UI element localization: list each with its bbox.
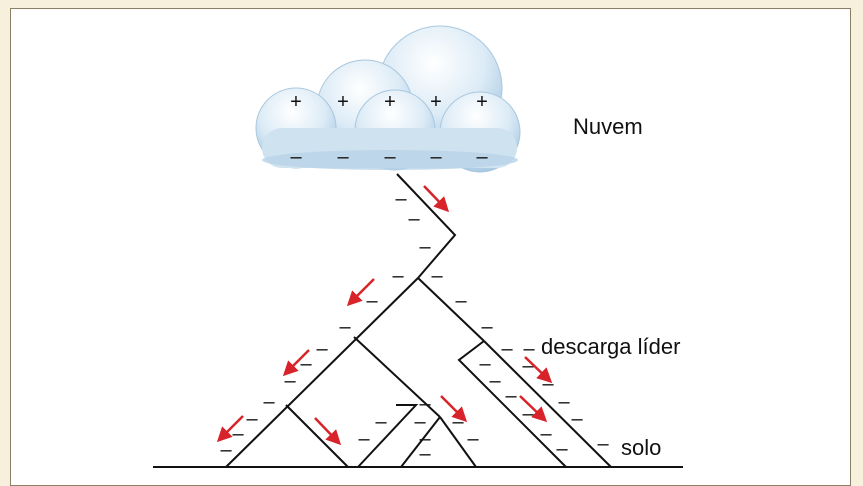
- minus-sign: –: [384, 146, 396, 168]
- minus-sign: –: [316, 338, 328, 360]
- leader-channel: [457, 340, 567, 468]
- minus-sign: –: [430, 146, 442, 168]
- arrow-icon: [216, 415, 244, 443]
- minus-sign: –: [597, 433, 609, 455]
- minus-sign: –: [246, 408, 258, 430]
- plus-sign: +: [290, 91, 302, 113]
- cloud: [255, 25, 521, 173]
- minus-sign: –: [479, 353, 491, 375]
- cloud-positive-charges: + + + + +: [290, 91, 488, 113]
- minus-sign: –: [556, 438, 568, 460]
- minus-sign: –: [375, 411, 387, 433]
- minus-sign: –: [523, 338, 535, 360]
- leader-channel: [439, 416, 477, 468]
- minus-sign: –: [467, 428, 479, 450]
- cloud-negative-charges: – – – – –: [290, 146, 488, 168]
- ground-label: solo: [621, 435, 661, 460]
- minus-sign: –: [419, 443, 431, 465]
- minus-sign: –: [419, 428, 431, 450]
- leader-channel: [353, 336, 441, 418]
- plus-sign: +: [430, 91, 442, 113]
- minus-sign: –: [558, 391, 570, 413]
- leader-channel: [225, 277, 419, 468]
- minus-sign: –: [501, 338, 513, 360]
- minus-sign: –: [481, 316, 493, 338]
- minus-sign: –: [339, 316, 351, 338]
- leader-label: descarga líder: [541, 334, 680, 359]
- leader-channel: [400, 416, 441, 468]
- minus-sign: –: [366, 290, 378, 312]
- arrow-icon: [282, 349, 310, 377]
- minus-sign: –: [431, 265, 443, 287]
- direction-arrows: [216, 185, 553, 446]
- minus-sign: –: [395, 188, 407, 210]
- leader-channel: [483, 340, 612, 468]
- arrow-icon: [346, 278, 375, 307]
- leader-channel: [417, 277, 485, 342]
- minus-sign: –: [290, 146, 302, 168]
- minus-sign: –: [414, 411, 426, 433]
- arrow-icon: [440, 395, 468, 423]
- arrow-icon: [519, 395, 548, 423]
- minus-sign: –: [358, 428, 370, 450]
- minus-sign: –: [419, 393, 431, 415]
- leader-channel: [357, 404, 419, 468]
- minus-sign: –: [397, 393, 409, 415]
- plus-sign: +: [476, 91, 488, 113]
- plus-sign: +: [384, 91, 396, 113]
- leader-channel: [285, 404, 349, 468]
- minus-sign: –: [220, 439, 232, 461]
- cloud-label: Nuvem: [573, 114, 643, 139]
- minus-sign: –: [522, 403, 534, 425]
- minus-sign: –: [476, 146, 488, 168]
- minus-sign: –: [540, 423, 552, 445]
- minus-sign: –: [419, 236, 431, 258]
- minus-sign: –: [300, 353, 312, 375]
- minus-sign: –: [392, 265, 404, 287]
- leader-channel: [396, 173, 457, 279]
- minus-sign: –: [489, 370, 501, 392]
- minus-sign: –: [522, 355, 534, 377]
- minus-sign: –: [455, 290, 467, 312]
- minus-sign: –: [263, 391, 275, 413]
- plus-sign: +: [337, 91, 349, 113]
- arrow-icon: [524, 356, 553, 384]
- minus-sign: –: [505, 385, 517, 407]
- minus-sign: –: [337, 146, 349, 168]
- minus-sign: –: [408, 208, 420, 230]
- minus-sign: –: [232, 423, 244, 445]
- channel-negative-charges: – – – – – – – – – – – – – – – – – – – – …: [220, 188, 609, 465]
- minus-sign: –: [571, 408, 583, 430]
- leader-channels: [225, 173, 612, 468]
- arrow-icon: [423, 185, 450, 213]
- arrow-icon: [314, 417, 342, 446]
